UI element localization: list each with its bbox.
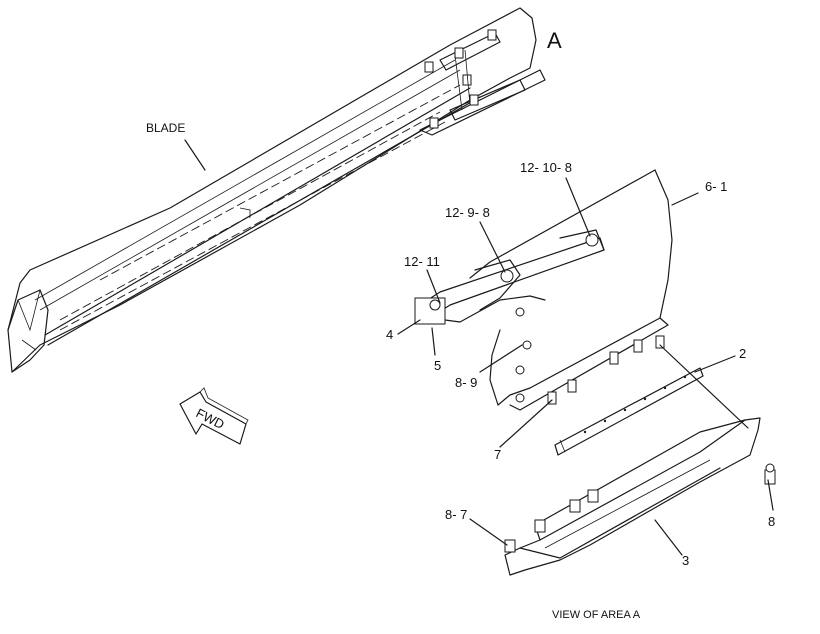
view-letter: A [547, 28, 562, 53]
blade-label: BLADE [146, 121, 185, 135]
leader-8-9 [479, 344, 523, 373]
leader-2 [659, 344, 749, 429]
leader-6-1 [671, 192, 699, 206]
callout-8-7: 8- 7 [445, 507, 467, 522]
area-a-assembly [397, 169, 776, 576]
callout-12-10-8: 12- 10- 8 [520, 160, 572, 175]
callout-2: 2 [739, 346, 746, 361]
leader-12-9-8 [479, 221, 506, 273]
leader-2b [694, 355, 736, 373]
leader-3 [654, 519, 683, 556]
leader-5 [431, 327, 436, 356]
leader-12-10-8 [565, 177, 591, 237]
callout-8-9: 8- 9 [455, 375, 477, 390]
callout-6-1: 6- 1 [705, 179, 727, 194]
blade-assembly [7, 7, 546, 373]
callout-12-9-8: 12- 9- 8 [445, 205, 490, 220]
callout-7: 7 [494, 447, 501, 462]
view-caption: VIEW OF AREA A [552, 609, 641, 621]
leader-4 [397, 319, 421, 335]
leader-8 [767, 479, 774, 511]
callout-8: 8 [768, 514, 775, 529]
fwd-arrow-icon [179, 387, 249, 445]
blade-leader-line [184, 139, 206, 171]
leader-8-7 [469, 518, 508, 546]
leader-12-11 [426, 269, 441, 304]
callout-3: 3 [682, 553, 689, 568]
callout-12-11: 12- 11 [404, 254, 440, 269]
callout-5: 5 [434, 358, 441, 373]
callout-4: 4 [386, 327, 393, 342]
leader-7 [499, 399, 553, 448]
